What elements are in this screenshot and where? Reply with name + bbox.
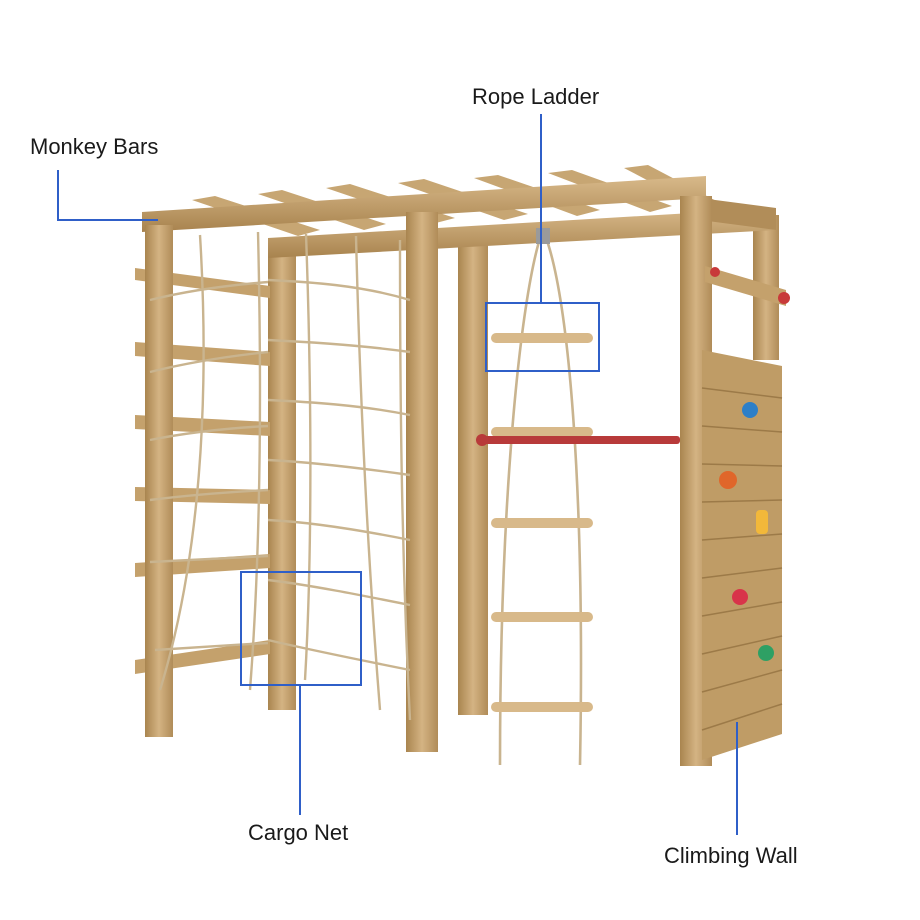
rope-ladder — [491, 228, 593, 766]
hold-yellow-icon — [756, 510, 768, 534]
monkey-bars-label: Monkey Bars — [30, 134, 159, 159]
red-bar — [476, 434, 680, 446]
rear-posts — [268, 215, 779, 715]
hold-orange-icon — [719, 471, 737, 489]
rope-ladder-label: Rope Ladder — [472, 84, 600, 109]
callout-lines — [57, 114, 738, 835]
hold-red-icon — [732, 589, 748, 605]
hold-green-icon — [758, 645, 774, 661]
hold-blue-icon — [742, 402, 758, 418]
cargo-net — [149, 231, 412, 721]
cargo-net-label: Cargo Net — [248, 820, 349, 845]
rear-top-beam — [268, 208, 776, 258]
climbing-wall — [701, 350, 783, 760]
front-posts — [145, 196, 712, 766]
side-rail — [705, 266, 790, 306]
front-top-beam — [142, 176, 776, 232]
climbing-wall-label: Climbing Wall — [664, 843, 798, 868]
